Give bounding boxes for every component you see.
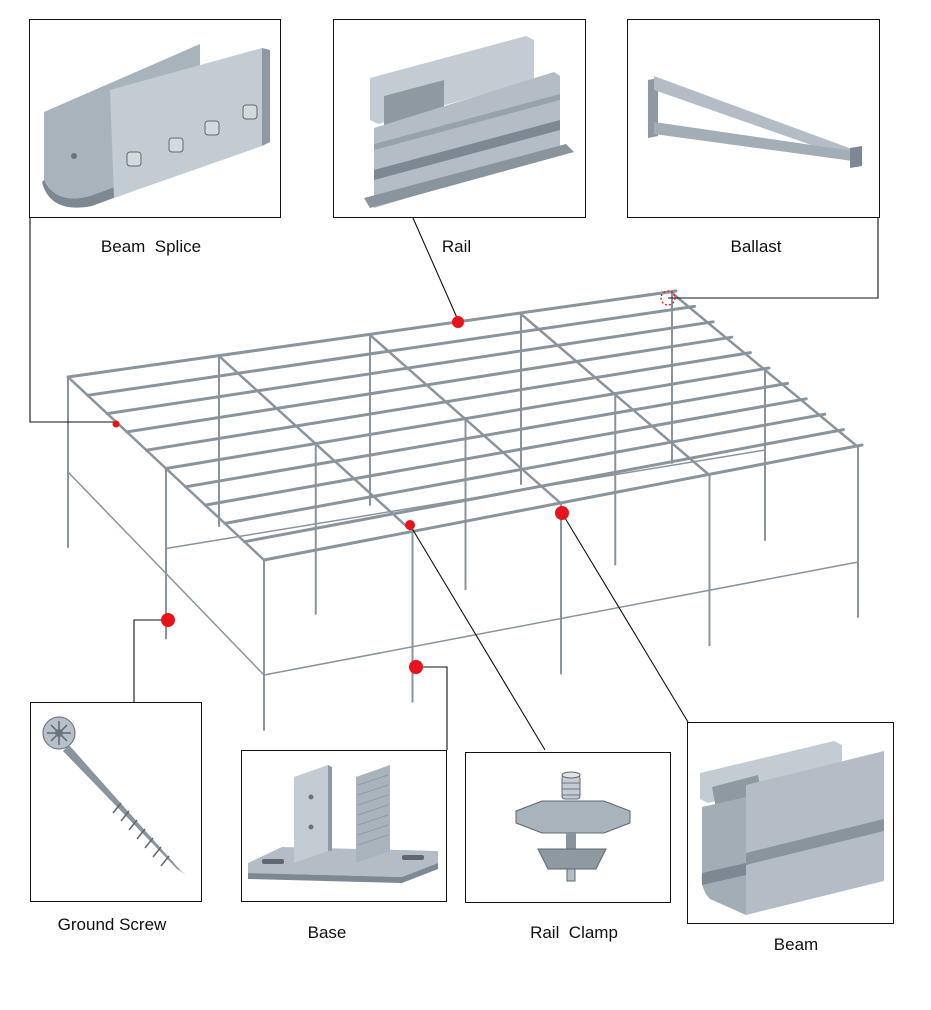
rail-clamp-image: [515, 771, 631, 882]
rail-line: [262, 443, 864, 562]
rail-line: [223, 412, 827, 525]
rail-line: [86, 304, 697, 397]
ground-screw-box: [30, 702, 202, 902]
ballast-image: [648, 76, 862, 168]
marker-base: [409, 660, 423, 674]
brace-line: [263, 561, 859, 676]
leader-ground-screw: [133, 619, 167, 702]
beam-splice-box: [29, 19, 281, 218]
marker-ground-screw: [161, 613, 175, 627]
beam-box: [687, 722, 894, 924]
leader-base: [416, 666, 448, 750]
marker-beam-splice: [112, 420, 120, 428]
rail-line: [105, 320, 715, 416]
rail-label: Rail: [441, 237, 472, 256]
ground-screw-image: [42, 716, 186, 875]
marker-beam: [555, 506, 569, 520]
leader-lines: [29, 217, 879, 751]
rail-clamp-box: [465, 752, 671, 903]
beam-splice-label: Beam Splice: [100, 237, 202, 256]
leader-beam-splice: [29, 218, 116, 423]
racking-frame: [66, 289, 864, 731]
rail-line: [203, 397, 808, 507]
base-image: [248, 765, 438, 883]
beam-image: [700, 741, 884, 915]
brace-line: [165, 449, 766, 550]
leader-rail: [412, 217, 459, 321]
marker-ballast: [660, 290, 676, 306]
beam-splice-image: [42, 44, 270, 208]
rail-image: [364, 36, 574, 208]
rail-line: [144, 351, 752, 452]
rail-line: [164, 366, 771, 470]
leader-beam: [561, 512, 689, 723]
leader-rail-clamp: [409, 524, 546, 751]
ballast-box: [627, 19, 880, 218]
beam-label: Beam: [773, 935, 819, 954]
rail-line: [184, 381, 790, 489]
base-box: [241, 750, 447, 902]
callout-markers: [112, 290, 676, 674]
marker-rail-clamp: [405, 520, 415, 530]
brace-line: [67, 471, 265, 676]
rail-clamp-label: Rail Clamp: [530, 923, 618, 942]
ballast-label: Ballast: [730, 237, 782, 256]
leader-ballast: [668, 218, 879, 299]
base-label: Base: [307, 923, 347, 942]
rail-line: [66, 289, 678, 379]
marker-rail: [452, 316, 464, 328]
rail-box: [333, 19, 586, 218]
rail-line: [125, 335, 734, 434]
ground-screw-label: Ground Screw: [57, 915, 167, 934]
